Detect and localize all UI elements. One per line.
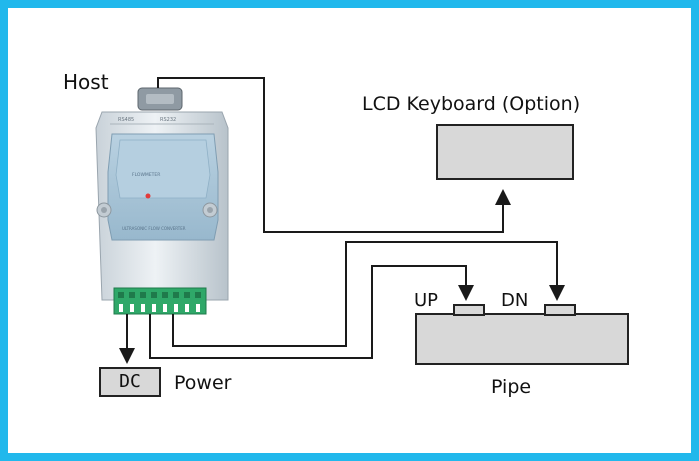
wires — [119, 77, 565, 364]
wire-host-to-lcd — [157, 77, 511, 233]
power-label: Power — [174, 372, 232, 394]
lcd-keyboard-box — [436, 124, 574, 180]
wire-to-up — [149, 265, 474, 359]
svg-text:RS232: RS232 — [160, 117, 176, 123]
svg-text:RS485: RS485 — [118, 117, 134, 123]
up-label: UP — [414, 290, 439, 311]
host-label: Host — [63, 70, 109, 94]
dn-label: DN — [501, 290, 529, 311]
wire-to-dn — [172, 241, 565, 347]
svg-text:FLOWMETER: FLOWMETER — [132, 172, 160, 178]
svg-text:ULTRASONIC FLOW CONVERTER: ULTRASONIC FLOW CONVERTER — [122, 226, 186, 231]
status-led — [145, 193, 151, 199]
pipe-box — [415, 313, 629, 365]
lcd-keyboard-label: LCD Keyboard (Option) — [362, 93, 581, 115]
dn-transducer — [544, 304, 576, 316]
converter-device: RS485 RS232 FLOWMETER ULTRASONIC FLOW CO… — [95, 87, 229, 315]
up-transducer — [453, 304, 485, 316]
dc-box: DC — [99, 367, 161, 397]
pipe-label: Pipe — [491, 376, 532, 398]
